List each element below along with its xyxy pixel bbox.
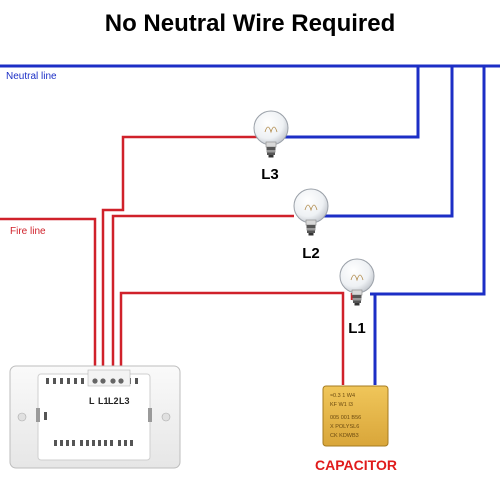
terminal-label-l2: L2 xyxy=(108,396,119,406)
fire-main-wire xyxy=(0,217,97,375)
bulb-label-l2: L2 xyxy=(302,245,320,262)
capacitor: ≈0.3 1 W4 KF W1 I3 005 001 B56 X POLYSL6… xyxy=(322,385,389,447)
capacitor-label: CAPACITOR xyxy=(315,457,397,473)
mounting-screw-icon xyxy=(161,412,171,422)
neutral-line-label: Neutral line xyxy=(6,71,57,82)
bulb-l1 xyxy=(339,258,375,306)
fire-wires xyxy=(0,135,354,385)
bulb-label-l3: L3 xyxy=(261,166,279,183)
mounting-screw-icon xyxy=(17,412,27,422)
fire-l1-wire xyxy=(119,291,345,385)
smart-switch: L L1 L2 L3 xyxy=(9,365,181,469)
capacitor-marking: ≈0.3 1 W4 xyxy=(330,393,355,399)
bulb-label-l1: L1 xyxy=(348,320,366,337)
neutral-branch-l1 xyxy=(370,66,486,296)
capacitor-marking: KF W1 I3 xyxy=(330,402,353,408)
terminal-label-l3: L3 xyxy=(119,396,130,406)
lightbulb-icon xyxy=(339,258,375,306)
page-title: No Neutral Wire Required xyxy=(104,10,396,37)
neutral-branch-l3 xyxy=(284,66,420,139)
fire-l3-wire xyxy=(101,135,258,375)
capacitor-marking: 005 001 B56 xyxy=(330,415,361,421)
fire-line-label: Fire line xyxy=(10,226,46,237)
neutral-wires xyxy=(0,64,500,385)
terminal-label-l1: L1 xyxy=(98,396,109,406)
bulb-l2 xyxy=(293,188,329,236)
lightbulb-icon xyxy=(293,188,329,236)
fire-l2-wire xyxy=(111,214,294,375)
terminal-label-l: L xyxy=(89,396,95,406)
neutral-branch-l2 xyxy=(324,66,454,218)
capacitor-marking: X POLYSL6 xyxy=(330,424,359,430)
capacitor-marking: CK KDWB3 xyxy=(330,433,359,439)
lightbulb-icon xyxy=(253,110,289,158)
bulb-l3 xyxy=(253,110,289,158)
